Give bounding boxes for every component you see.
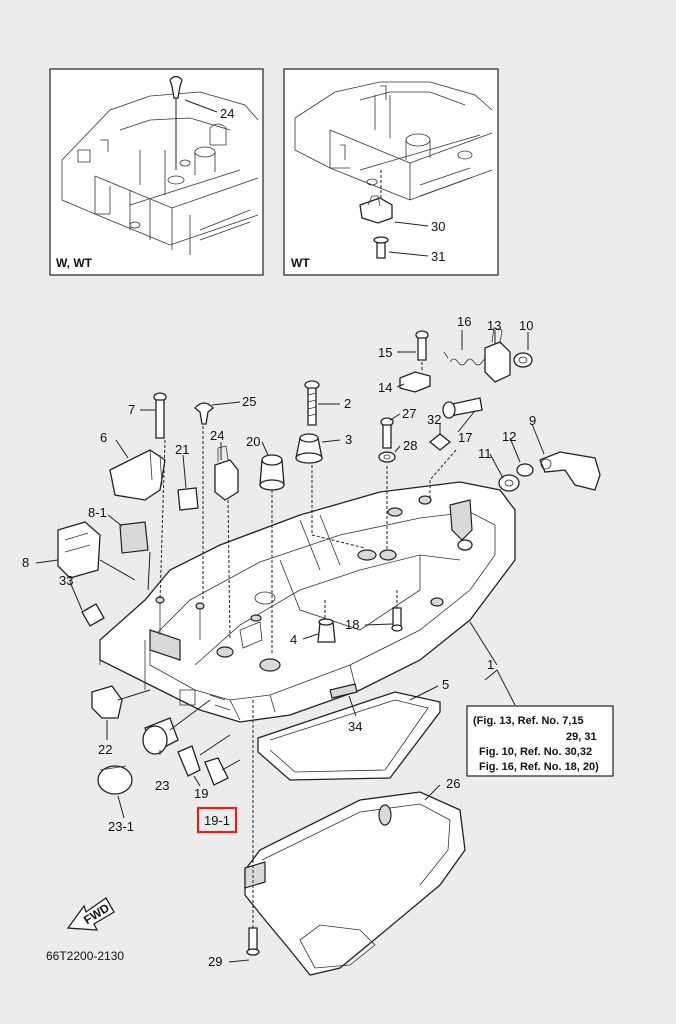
callout-12: 12 xyxy=(502,429,516,444)
callout-6: 6 xyxy=(100,430,107,445)
inset-wt: 30 31 WT xyxy=(283,68,499,276)
callout-3: 3 xyxy=(345,432,352,447)
callout-2: 2 xyxy=(344,396,351,411)
highlighted-callout-19-1[interactable]: 19-1 xyxy=(196,806,238,834)
callout-8: 8 xyxy=(22,555,29,570)
callout-17: 17 xyxy=(458,430,472,445)
reference-note-line-1: (Fig. 13, Ref. No. 7,15 xyxy=(473,715,584,727)
callout-25: 25 xyxy=(242,394,256,409)
callout-28: 28 xyxy=(403,438,417,453)
callout-18: 18 xyxy=(345,617,359,632)
callout-inset-30: 30 xyxy=(431,219,445,234)
reference-note-line-2: 29, 31 xyxy=(566,731,597,743)
callout-23-1: 23-1 xyxy=(108,819,134,834)
callout-29: 29 xyxy=(208,954,222,969)
callout-9: 9 xyxy=(529,413,536,428)
reference-note: (Fig. 13, Ref. No. 7,15 29, 31 Fig. 10, … xyxy=(466,705,614,777)
callout-13: 13 xyxy=(487,318,501,333)
callout-19: 19 xyxy=(194,786,208,801)
callout-11: 11 xyxy=(478,446,492,461)
inset-w-wt: 24 W, WT xyxy=(49,68,264,276)
callout-4: 4 xyxy=(290,632,297,647)
callout-16: 16 xyxy=(457,314,471,329)
callout-8-1: 8-1 xyxy=(88,505,107,520)
callout-inset-31: 31 xyxy=(431,249,445,264)
callout-inset-24: 24 xyxy=(220,106,234,121)
inset-label-wt: WT xyxy=(291,256,310,270)
callout-21: 21 xyxy=(175,442,189,457)
seal-5 xyxy=(257,691,441,781)
callout-15: 15 xyxy=(378,345,392,360)
callout-14: 14 xyxy=(378,380,392,395)
callout-labels: 16 13 10 15 14 2 7 25 27 32 3 17 12 9 6 … xyxy=(22,314,536,969)
reference-note-line-4: Fig. 16, Ref. No. 18, 20) xyxy=(479,761,599,773)
callout-23: 23 xyxy=(155,778,169,793)
callout-32: 32 xyxy=(427,412,441,427)
bottom-cowling xyxy=(99,481,516,723)
callout-34: 34 xyxy=(348,719,362,734)
callout-22: 22 xyxy=(98,742,112,757)
inset-label-w-wt: W, WT xyxy=(56,256,93,270)
reference-note-line-3: Fig. 10, Ref. No. 30,32 xyxy=(479,746,592,758)
callout-26: 26 xyxy=(446,776,460,791)
callout-7: 7 xyxy=(128,402,135,417)
callout-24: 24 xyxy=(210,428,224,443)
callout-1: 1 xyxy=(487,657,494,672)
diagram-code: 66T2200-2130 xyxy=(46,949,124,963)
callout-5: 5 xyxy=(442,677,449,692)
lower-cover-26 xyxy=(244,791,466,976)
callout-10: 10 xyxy=(519,318,533,333)
callout-27: 27 xyxy=(402,406,416,421)
callout-20: 20 xyxy=(246,434,260,449)
callout-33: 33 xyxy=(59,573,73,588)
callout-19-1: 19-1 xyxy=(204,813,230,828)
